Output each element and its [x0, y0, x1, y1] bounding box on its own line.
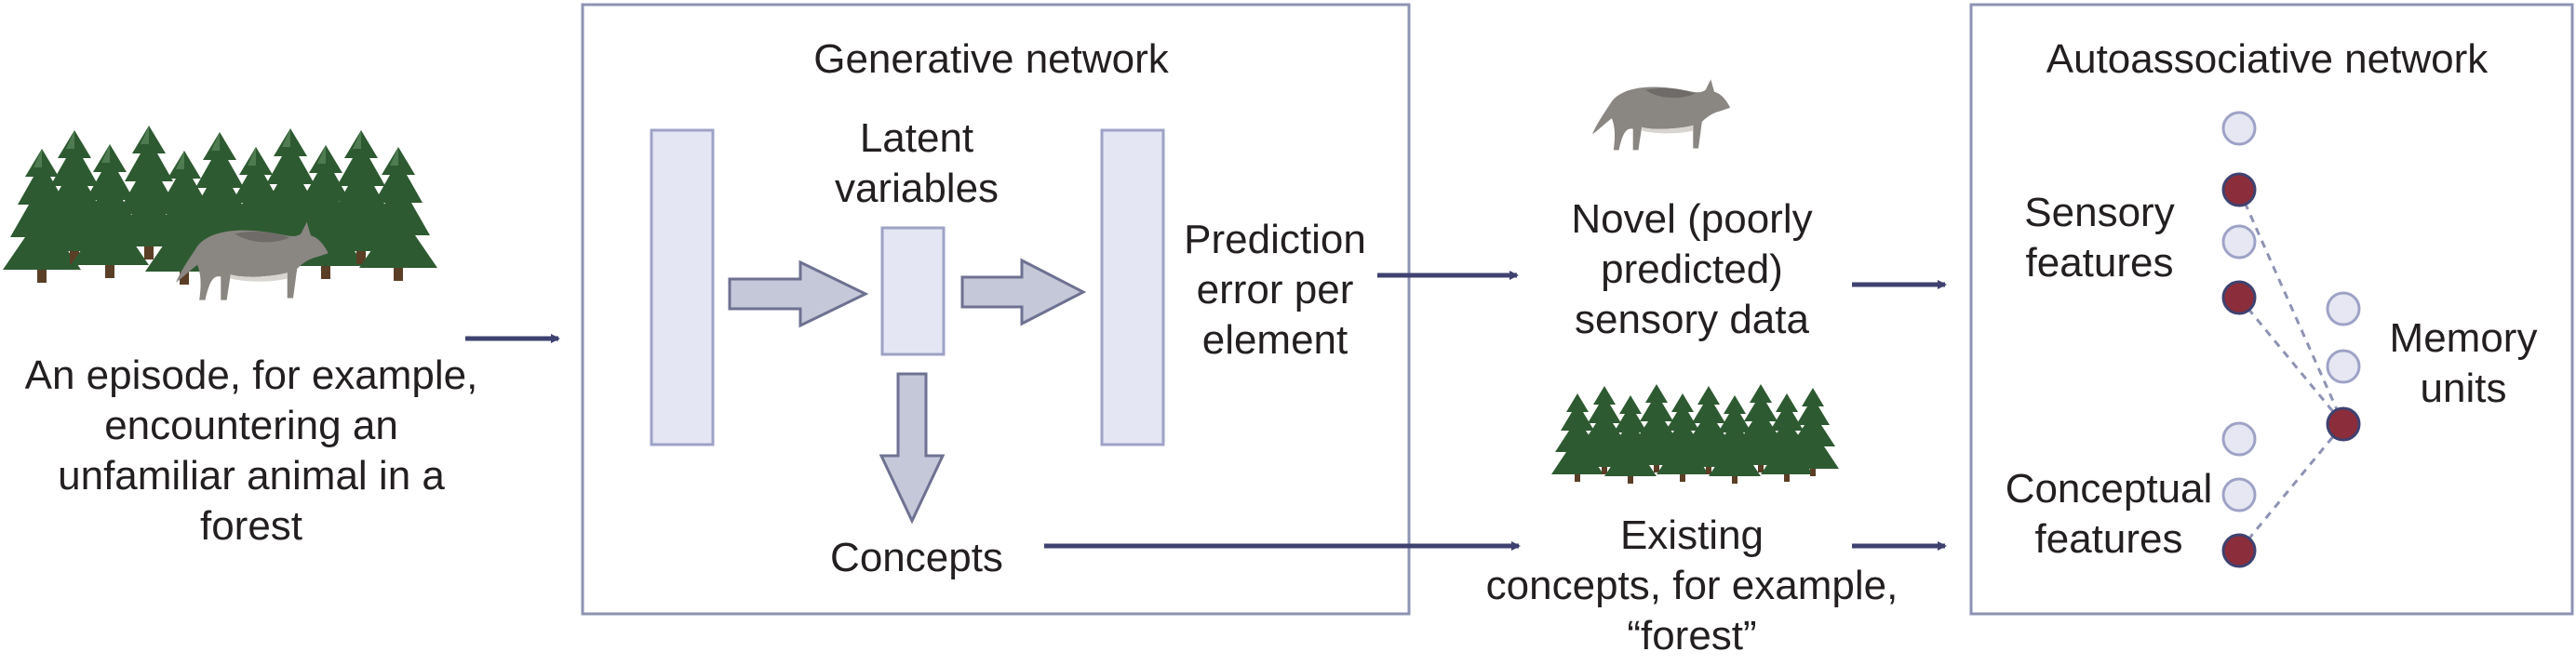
prediction-error-line: error per [1197, 267, 1354, 313]
wolf-icon [1592, 79, 1731, 151]
block-arrow-latent-to-output [960, 258, 1087, 326]
autoassociative-network-border [1969, 3, 2574, 616]
novel-line: Novel (poorly [1571, 196, 1812, 242]
memory-node-active [2326, 406, 2361, 442]
connection-line [2237, 189, 2345, 425]
feature-node-active [2221, 533, 2257, 568]
autoassociative-network-box: Autoassociative network Sensory features… [1969, 3, 2574, 616]
feature-node-empty [2221, 477, 2257, 512]
episode-line: encountering an [104, 403, 398, 448]
memory-units-line: Memory [2390, 315, 2538, 361]
sensory-features-line: features [2026, 240, 2174, 286]
block-arrow-input-to-latent [728, 259, 869, 328]
memory-connections [2237, 189, 2345, 552]
latent-variables-layer [880, 226, 946, 356]
autoassociative-network-title: Autoassociative network [2046, 36, 2489, 82]
existing-concepts-caption: Existing concepts, for example, “forest” [1486, 512, 1898, 658]
generative-network-title: Generative network [813, 36, 1170, 82]
prediction-error-line: element [1202, 317, 1348, 363]
memory-node-empty [2326, 349, 2361, 384]
novel-line: sensory data [1575, 297, 1809, 342]
concepts-label: Concepts [830, 535, 1003, 580]
latent-label-line: variables [835, 166, 999, 211]
episode-line: An episode, for example, [25, 352, 478, 398]
conceptual-features-line: Conceptual [2006, 466, 2213, 512]
novel-sensory-caption: Novel (poorly predicted) sensory data [1571, 196, 1812, 342]
existing-line: Existing [1620, 512, 1764, 558]
generative-network-border [581, 3, 1411, 616]
episode-caption: An episode, for example, encountering an… [25, 352, 478, 549]
conceptual-features-line: features [2035, 516, 2183, 562]
latent-label-line: Latent [860, 115, 973, 161]
sensory-features-line: Sensory [2024, 190, 2174, 235]
episode-line: forest [200, 503, 302, 549]
episode-line: unfamiliar animal in a [58, 453, 445, 499]
existing-line: “forest” [1627, 613, 1756, 658]
novel-line: predicted) [1601, 246, 1783, 292]
forest-wolf-icon [3, 126, 437, 300]
feature-node-empty [2221, 224, 2257, 259]
feature-node-empty [2221, 421, 2257, 457]
generative-network-box: Generative network Latent variables Pred… [581, 3, 1411, 616]
memory-node-empty [2326, 291, 2361, 326]
existing-line: concepts, for example, [1486, 563, 1898, 608]
feature-node-active [2221, 172, 2257, 207]
memory-units-line: units [2421, 366, 2507, 411]
feature-node-empty [2221, 111, 2257, 146]
output-layer [1100, 128, 1165, 446]
input-layer [650, 128, 715, 446]
block-arrow-latent-to-concepts [879, 372, 946, 525]
prediction-error-line: Prediction [1184, 217, 1366, 262]
feature-node-active [2221, 280, 2257, 315]
forest-icon [1551, 384, 1839, 484]
